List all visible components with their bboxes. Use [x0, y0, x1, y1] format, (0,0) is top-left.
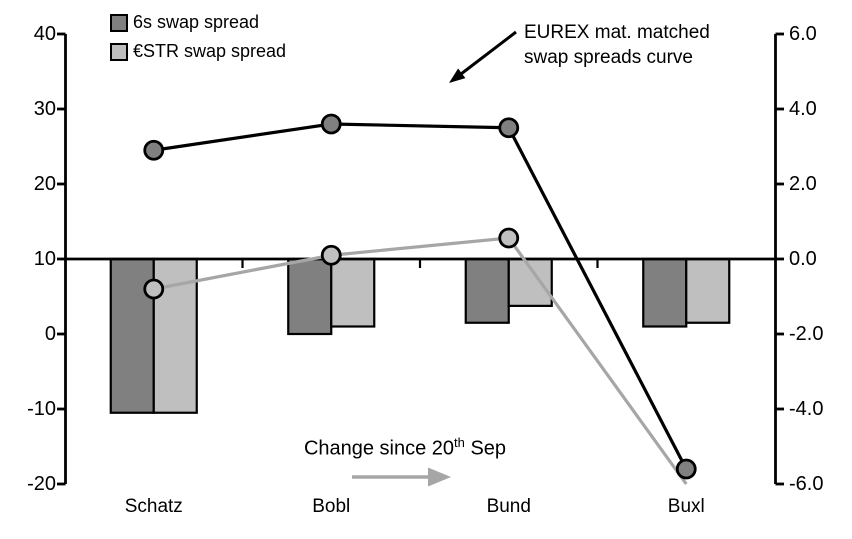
marker-Bund-estr	[498, 227, 520, 249]
legend-swatch-estr-icon	[110, 42, 128, 61]
legend: 6s swap spread €STR swap spread	[110, 12, 286, 62]
right-axis-tick-label: -2.0	[789, 323, 824, 345]
x-axis-label-buxl: Buxl	[667, 496, 705, 517]
bar-Bobl-1	[330, 257, 376, 328]
left-axis-tick-label: -10	[27, 398, 56, 420]
bar-Buxl-1	[685, 257, 731, 324]
marker-Schatz-6s	[143, 139, 165, 161]
legend-label-6s: 6s swap spread	[133, 12, 260, 32]
line-6s	[153, 122, 688, 470]
x-axis-label-bund: Bund	[486, 496, 531, 517]
left-axis-tick-label: -20	[27, 473, 56, 495]
annotation-change-suffix: Sep	[464, 437, 507, 460]
left-axis-tick-label: 0	[44, 323, 56, 345]
legend-item-estr: €STR swap spread	[110, 41, 286, 62]
right-axis-tick-label: 2.0	[789, 173, 817, 195]
curve-annotation-arrow-icon	[460, 30, 517, 76]
bar-Bobl-0	[287, 257, 333, 336]
legend-item-6s: 6s swap spread	[110, 12, 286, 33]
change-annotation-arrowhead-icon	[428, 467, 451, 487]
marker-Schatz-estr	[143, 278, 165, 300]
legend-label-estr: €STR swap spread	[133, 41, 287, 61]
x-axis-label-schatz: Schatz	[124, 496, 183, 517]
annotation-change-prefix: Change since 20	[303, 437, 455, 460]
left-axis-tick-label: 10	[33, 248, 56, 270]
annotation-change-sup: th	[454, 435, 465, 450]
right-axis-tick-label: 0.0	[789, 248, 817, 270]
marker-Bund-6s	[498, 117, 520, 139]
legend-swatch-6s-icon	[110, 13, 128, 32]
marker-Buxl-6s	[675, 458, 697, 480]
marker-Bobl-estr	[320, 244, 342, 266]
left-axis-tick-label: 30	[33, 98, 56, 120]
annotation-curve-line1: EUREX mat. matched	[524, 22, 710, 43]
left-axis-tick-label: 40	[33, 23, 56, 45]
right-axis-tick-label: 4.0	[789, 98, 817, 120]
right-axis-tick-label: -4.0	[789, 398, 824, 420]
annotation-curve-line2: swap spreads curve	[524, 47, 693, 68]
right-axis-tick-label: -6.0	[789, 473, 824, 495]
right-axis-tick-label: 6.0	[789, 23, 817, 45]
annotation-change-label: Change since 20th Sep	[280, 435, 530, 461]
annotation-curve-label: EUREX mat. matched swap spreads curve	[524, 20, 710, 70]
bar-Bund-0	[464, 257, 510, 324]
bar-Buxl-0	[642, 257, 688, 328]
left-axis-tick-label: 20	[33, 173, 56, 195]
curve-annotation-arrowhead-icon	[449, 68, 466, 83]
x-axis-label-bobl: Bobl	[312, 496, 351, 517]
marker-Bobl-6s	[320, 113, 342, 135]
line-estr	[153, 236, 688, 485]
